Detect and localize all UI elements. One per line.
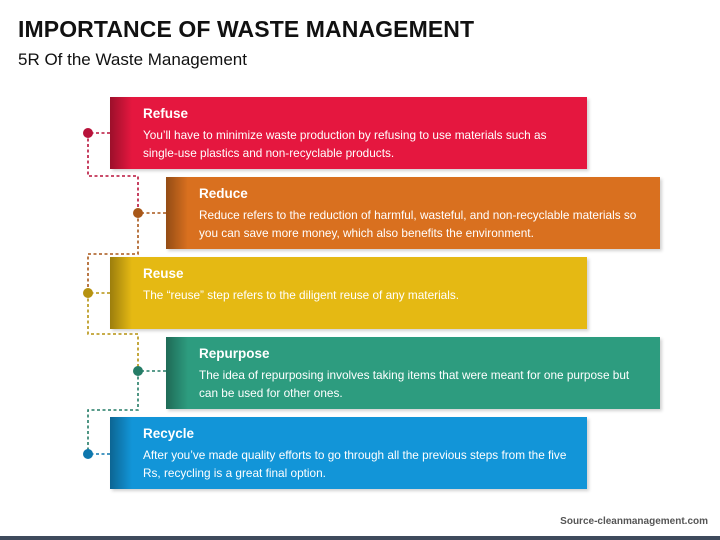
step-card-refuse: Refuse You’ll have to minimize waste pro… <box>110 97 587 169</box>
step-description: The idea of repurposing involves taking … <box>199 368 630 400</box>
node-recycle <box>83 449 93 459</box>
step-title: Recycle <box>143 426 195 441</box>
step-card-recycle: Recycle After you’ve made quality effort… <box>110 417 587 489</box>
node-reduce <box>133 208 143 218</box>
page-title: IMPORTANCE OF WASTE MANAGEMENT <box>18 16 475 42</box>
step-description: Reduce refers to the reduction of harmfu… <box>199 208 637 240</box>
step-description: You’ll have to minimize waste production… <box>143 128 547 160</box>
page-subtitle: 5R Of the Waste Management <box>18 50 247 69</box>
source-credit: Source-cleanmanagement.com <box>560 516 708 527</box>
step-card-reduce: Reduce Reduce refers to the reduction of… <box>166 177 660 249</box>
step-card-reuse: Reuse The “reuse” step refers to the dil… <box>110 257 587 329</box>
node-refuse <box>83 128 93 138</box>
step-card-repurpose: Repurpose The idea of repurposing involv… <box>166 337 660 409</box>
step-title: Repurpose <box>199 346 270 361</box>
step-title: Reduce <box>199 186 248 201</box>
step-title: Reuse <box>143 266 184 281</box>
step-description: After you’ve made quality efforts to go … <box>143 448 567 480</box>
node-reuse <box>83 288 93 298</box>
node-repurpose <box>133 366 143 376</box>
bottom-bar <box>0 536 720 540</box>
step-description: The “reuse” step refers to the diligent … <box>143 288 460 302</box>
step-title: Refuse <box>143 106 189 121</box>
